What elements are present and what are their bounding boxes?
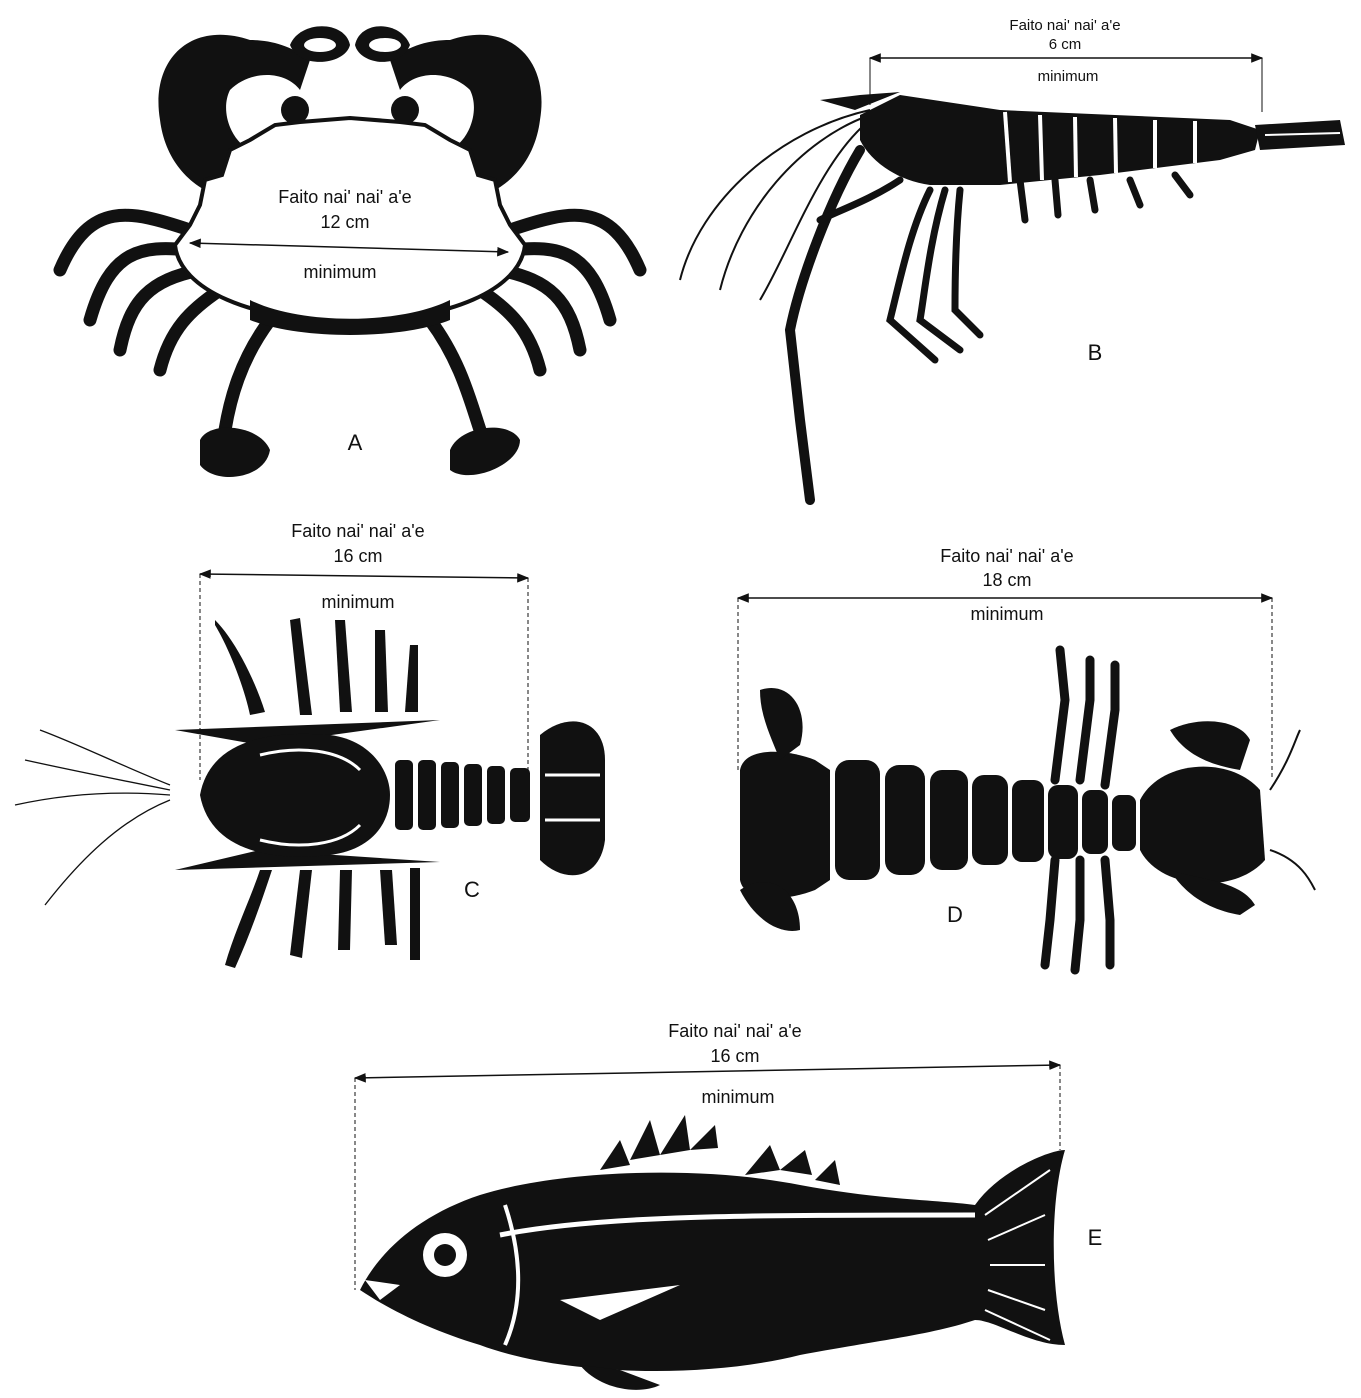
lobster-abdomen [395, 760, 530, 830]
crab-paddle-left [200, 428, 270, 477]
panel-letter-e: E [1088, 1225, 1103, 1251]
crab-paddle-right [450, 428, 520, 476]
lobster-legs-bottom [225, 868, 420, 968]
panel-letter-b: B [1088, 340, 1103, 366]
panel-letter-a: A [348, 430, 363, 456]
shrimp-antennae [680, 110, 870, 300]
slipper-head [740, 752, 830, 898]
crab-size-qualifier: minimum [303, 263, 376, 281]
lobster-legs-top [215, 618, 418, 715]
panel-letter-c: C [464, 877, 480, 903]
crab-size-value: 12 cm [320, 213, 369, 231]
lobster-size-value: 16 cm [333, 547, 382, 565]
fish-eye-pupil [434, 1244, 456, 1266]
slipper-paddle [760, 688, 803, 760]
crab-size-label: Faito nai' nai' a'e [278, 188, 411, 206]
shrimp-body [860, 95, 1260, 185]
shrimp-size-value: 6 cm [1049, 37, 1082, 52]
slipper-segments [835, 760, 1136, 880]
shrimp-figure [680, 92, 1345, 500]
slipper-tail [1140, 767, 1265, 884]
fish-tail [975, 1150, 1065, 1345]
shrimp-long-leg [790, 150, 860, 500]
lobster-size-qualifier: minimum [321, 593, 394, 611]
shrimp-size-label: Faito nai' nai' a'e [1009, 18, 1120, 33]
lobster-size-label: Faito nai' nai' a'e [291, 522, 424, 540]
slipper-whiskers [1270, 730, 1315, 890]
lobster-measure-arrow [200, 574, 528, 578]
slipper-lobster-figure [740, 650, 1315, 970]
lobster-tail-fan [540, 721, 605, 875]
fish-figure [360, 1115, 1065, 1390]
lobster-carapace [200, 734, 390, 857]
slipper-size-label: Faito nai' nai' a'e [940, 547, 1073, 565]
slipper-tail-paddle [1170, 721, 1250, 770]
shrimp-size-qualifier: minimum [1038, 69, 1099, 84]
crab-figure [60, 26, 640, 477]
crab-pincer-highlight [369, 38, 401, 52]
shrimp-walking-legs [820, 175, 1190, 360]
fish-size-label: Faito nai' nai' a'e [668, 1022, 801, 1040]
spiny-lobster-figure [15, 618, 605, 968]
crab-pincer-highlight [304, 38, 336, 52]
slipper-size-value: 18 cm [982, 571, 1031, 589]
fish-measure-arrow [355, 1065, 1060, 1078]
panel-letter-d: D [947, 902, 963, 928]
fish-size-value: 16 cm [710, 1047, 759, 1065]
slipper-size-qualifier: minimum [970, 605, 1043, 623]
lobster-whiskers [15, 730, 170, 905]
fish-size-qualifier: minimum [701, 1088, 774, 1106]
